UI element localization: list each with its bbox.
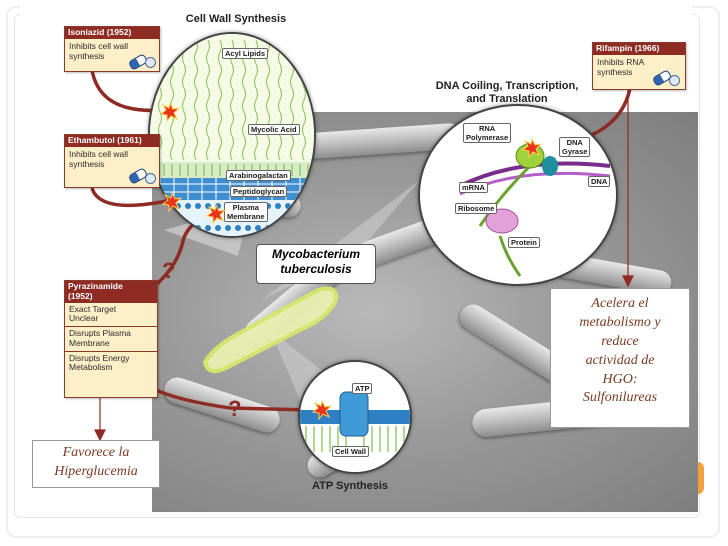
heading-dna-coiling: DNA Coiling, Transcription, and Translat… bbox=[418, 80, 596, 105]
drug-desc-isoniazid-line2: synthesis bbox=[69, 50, 105, 61]
drug-desc-isoniazid-line1: Inhibits cell wall bbox=[69, 40, 129, 51]
label-rna-line1: RNA bbox=[478, 124, 496, 133]
drug-desc-ethambutol-line1: Inhibits cell wall bbox=[69, 148, 129, 159]
annotation-left-line: Hiperglucemia bbox=[54, 463, 138, 479]
label-plasma-membrane: Plasma Membrane bbox=[224, 202, 268, 222]
heading-dna-line2: and Translation bbox=[466, 92, 548, 105]
tablet-icon bbox=[145, 173, 156, 184]
label-dna: DNA bbox=[588, 176, 611, 187]
label-rna-polymerase: RNA Polymerase bbox=[463, 123, 512, 143]
annotation-right-line: metabolismo y bbox=[579, 314, 661, 330]
drug-title-pyrazinamide: Pyrazinamide (1952) bbox=[65, 281, 157, 303]
dna-circle bbox=[418, 104, 618, 286]
drug-title-rifampin: Rifampin (1966) bbox=[593, 43, 685, 55]
protein-chain bbox=[498, 235, 522, 277]
annotation-left-box: Favorece la Hiperglucemia bbox=[32, 440, 160, 488]
label-plasma-line2: Membrane bbox=[227, 212, 265, 221]
label-gyrase-line2: Gyrase bbox=[562, 147, 588, 156]
label-plasma-line1: Plasma bbox=[232, 203, 259, 212]
annotation-right-line: Sulfonilureas bbox=[582, 390, 658, 406]
label-arabinogalactan: Arabinogalactan bbox=[226, 170, 291, 181]
starburst-icon bbox=[159, 101, 181, 123]
mrna-strand bbox=[478, 164, 532, 227]
annotation-right-box: Acelera el metabolismo y reduce activida… bbox=[550, 288, 690, 428]
drug-desc-rifampin-line1: Inhibits RNA bbox=[597, 56, 645, 67]
drug-box-rifampin: Rifampin (1966) Inhibits RNA synthesis bbox=[592, 42, 686, 90]
drug-title-isoniazid: Isoniazid (1952) bbox=[65, 27, 159, 39]
starburst-icon bbox=[205, 203, 227, 225]
drug-box-isoniazid: Isoniazid (1952) Inhibits cell wall synt… bbox=[64, 26, 160, 72]
drug-desc-rifampin-line2: synthesis bbox=[597, 66, 633, 77]
arrowhead-spanish-right bbox=[622, 275, 634, 288]
label-gyrase-line1: DNA bbox=[566, 138, 583, 147]
arrowhead-spanish-left bbox=[94, 429, 106, 442]
drug-title-pyrazinamide-line2: (1952) bbox=[68, 290, 93, 301]
organism-line1: Mycobacterium bbox=[271, 247, 361, 261]
label-dna-gyrase: DNA Gyrase bbox=[559, 137, 591, 157]
tablet-icon bbox=[145, 57, 156, 68]
pyrazinamide-item-line1: Disrupts Energy bbox=[69, 352, 130, 363]
dna-scene bbox=[459, 143, 611, 277]
label-atp: ATP bbox=[352, 383, 373, 394]
organism-line2: tuberculosis bbox=[280, 262, 352, 276]
highlighted-bacillus bbox=[202, 286, 339, 374]
annotation-right-line: HGO: bbox=[602, 371, 638, 387]
ribosome-shape bbox=[485, 208, 519, 234]
heading-cell-wall-synthesis: Cell Wall Synthesis bbox=[185, 13, 287, 25]
label-peptidoglycan: Peptidoglycan bbox=[230, 186, 288, 197]
question-mark: ? bbox=[162, 258, 176, 283]
pyrazinamide-item-line1: Disrupts Plasma bbox=[69, 328, 131, 339]
pyrazinamide-item: Disrupts Plasma Membrane bbox=[65, 327, 157, 352]
label-protein: Protein bbox=[508, 237, 540, 248]
pyrazinamide-item-line2: Membrane bbox=[69, 337, 110, 348]
drug-desc-isoniazid: Inhibits cell wall synthesis bbox=[65, 39, 159, 63]
drug-desc-ethambutol: Inhibits cell wall synthesis bbox=[65, 147, 159, 171]
dna-gyrase-shape bbox=[542, 156, 558, 176]
label-ribosome: Ribosome bbox=[455, 203, 498, 214]
label-mycolic-acid: Mycolic Acid bbox=[248, 124, 300, 135]
heading-atp-synthesis: ATP Synthesis bbox=[311, 480, 388, 492]
drug-title-ethambutol: Ethambutol (1961) bbox=[65, 135, 159, 147]
label-acyl-lipids: Acyl Lipids bbox=[222, 48, 269, 59]
drug-box-ethambutol: Ethambutol (1961) Inhibits cell wall syn… bbox=[64, 134, 160, 188]
tablet-icon bbox=[669, 75, 680, 86]
pyrazinamide-item-line2: Unclear bbox=[69, 313, 99, 324]
drug-title-pyrazinamide-line1: Pyrazinamide bbox=[68, 281, 123, 291]
drug-desc-rifampin: Inhibits RNA synthesis bbox=[593, 55, 685, 79]
drug-box-pyrazinamide: Pyrazinamide (1952) Exact Target Unclear… bbox=[64, 280, 158, 398]
annotation-right-line: reduce bbox=[601, 333, 639, 349]
organism-label: Mycobacterium tuberculosis bbox=[256, 244, 376, 284]
annotation-left-line: Favorece la bbox=[62, 445, 130, 460]
pyrazinamide-item-line1: Exact Target bbox=[69, 303, 117, 314]
question-mark: ? bbox=[228, 396, 242, 421]
pyrazinamide-item: Disrupts Energy Metabolism bbox=[65, 352, 157, 376]
label-cell-wall: Cell Wall bbox=[332, 446, 369, 457]
label-mrna: mRNA bbox=[459, 182, 488, 193]
pyrazinamide-item-line2: Metabolism bbox=[69, 362, 113, 373]
label-rna-line2: Polymerase bbox=[466, 133, 509, 142]
starburst-icon bbox=[521, 137, 543, 159]
pyrazinamide-item: Exact Target Unclear bbox=[65, 303, 157, 328]
starburst-icon bbox=[311, 399, 333, 421]
heading-dna-line1: DNA Coiling, Transcription, bbox=[435, 80, 579, 92]
annotation-right-line: Acelera el bbox=[591, 296, 649, 311]
plasma-membrane-heads bbox=[155, 203, 311, 231]
annotation-right-line: actividad de bbox=[585, 352, 655, 368]
annotation-arrows bbox=[94, 88, 634, 442]
starburst-icon bbox=[161, 191, 183, 213]
drug-desc-ethambutol-line2: synthesis bbox=[69, 158, 105, 169]
